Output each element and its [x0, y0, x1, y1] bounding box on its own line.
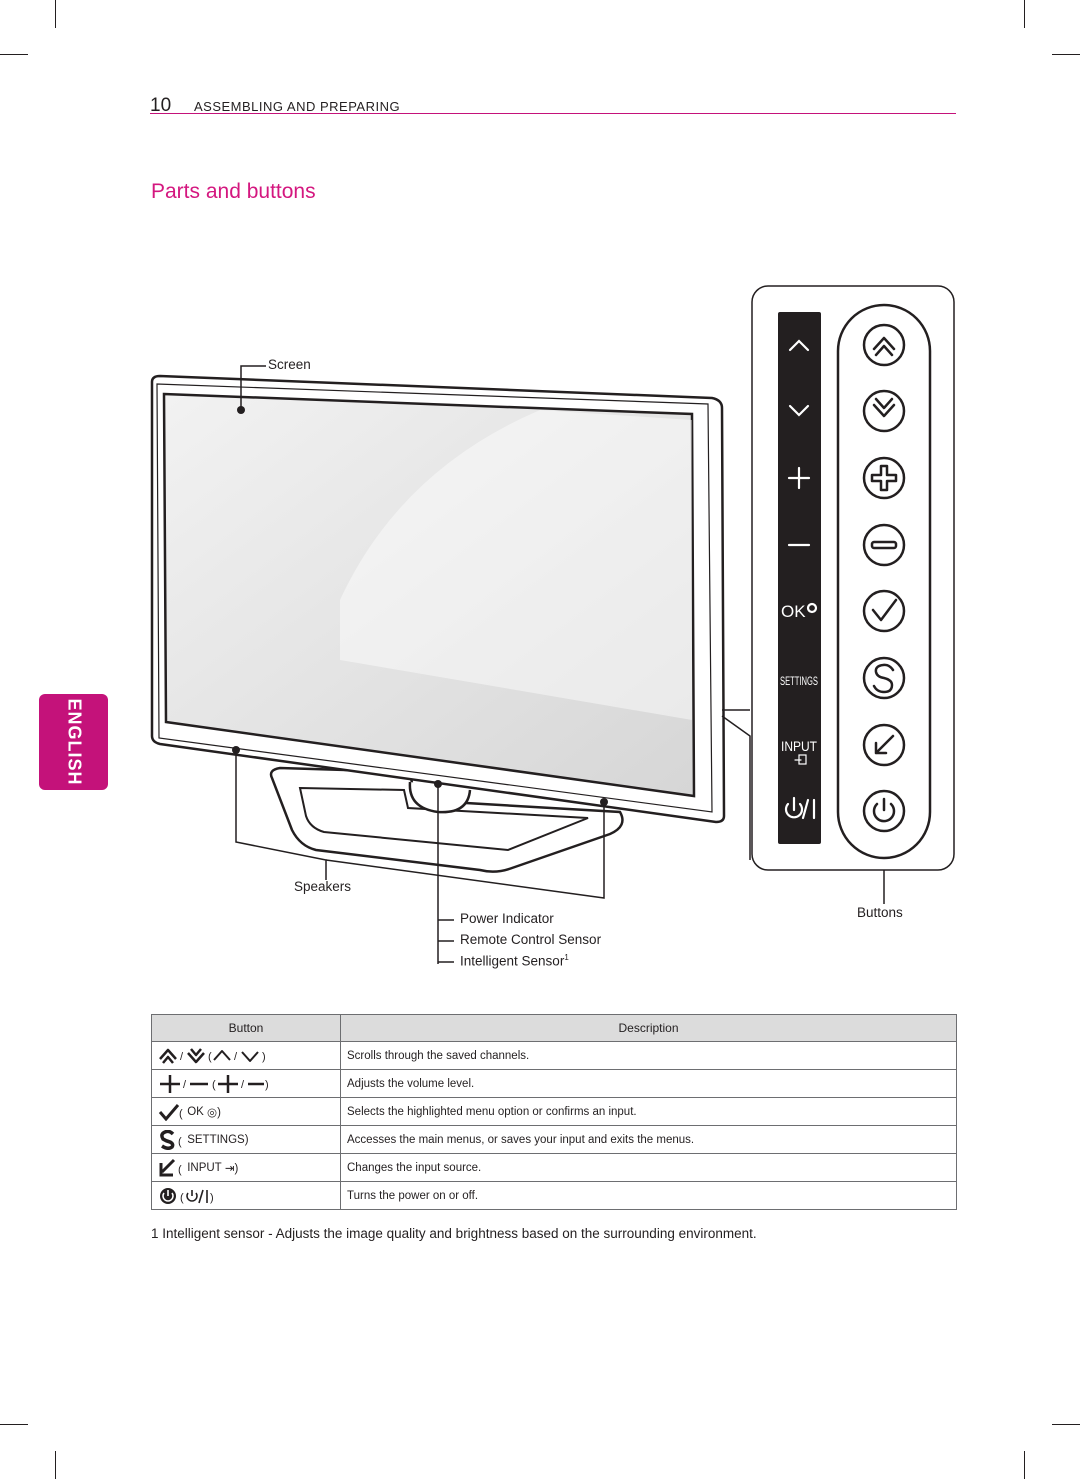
panel-ok-label: OK [781, 602, 806, 621]
table-cell-button: ( OK ◎) [151, 1097, 341, 1126]
crop-mark [0, 54, 28, 55]
table-cell-description: Changes the input source. [340, 1153, 957, 1182]
channel-up-down-icon: / ( / ) [159, 1047, 266, 1064]
chevron-up-icon [872, 336, 896, 351]
panel-settings-label: SETTINGS [780, 674, 818, 688]
volume-plus-minus-icon: / ( / ) [160, 1074, 269, 1093]
page-title: Parts and buttons [151, 180, 316, 203]
intelligent-sensor-label: Intelligent Sensor1 [460, 953, 569, 969]
table-cell-description: Turns the power on or off. [340, 1181, 957, 1210]
power-icon [872, 802, 896, 823]
svg-text:(: ( [178, 1136, 182, 1148]
table-row: ( OK ◎) Selects the highlighted menu opt… [151, 1097, 957, 1126]
buttons-table: Button Description / ( / ) Scrolls throu… [151, 1014, 957, 1210]
table-header-button: Button [151, 1014, 341, 1042]
channel-up-button[interactable] [862, 323, 906, 367]
panel-strip-icons [784, 339, 818, 820]
header-divider [150, 113, 956, 114]
table-row: / ( / ) Scrolls through the saved channe… [151, 1041, 957, 1070]
crop-mark [55, 1451, 56, 1479]
table-row: / ( / ) Adjusts the volume level. [151, 1069, 957, 1098]
power-icon [784, 802, 804, 819]
svg-text:(: ( [212, 1079, 216, 1091]
ok-check-icon: ( [158, 1103, 183, 1121]
page-number: 10 [150, 95, 172, 116]
svg-text:): ) [210, 1192, 214, 1204]
table-cell-button: / ( / ) [151, 1069, 341, 1098]
panel-input-label: INPUT [781, 738, 817, 754]
tv-screen [162, 392, 696, 798]
channel-down-button[interactable] [862, 389, 906, 433]
settings-s-icon: ( [160, 1129, 182, 1150]
settings-button[interactable] [862, 656, 906, 700]
settings-s-icon [872, 663, 895, 694]
crop-mark [1024, 0, 1025, 28]
power-indicator-label: Power Indicator [460, 911, 554, 926]
tv-stand [269, 766, 624, 873]
table-cell-description: Adjusts the volume level. [340, 1069, 957, 1098]
table-cell-button: ( INPUT ⇥) [151, 1153, 341, 1182]
footnote-marker: 1 [564, 953, 569, 962]
screen-label: Screen [268, 357, 311, 372]
volume-up-button[interactable] [862, 456, 906, 500]
crop-mark [1052, 54, 1080, 55]
ok-dot-icon: ◎) [207, 1106, 221, 1119]
chevron-up-icon [788, 339, 810, 352]
svg-text:(: ( [180, 1192, 184, 1204]
chevron-down-icon [788, 404, 810, 417]
minus-icon [870, 540, 898, 550]
button-name: SETTINGS [187, 1133, 245, 1146]
svg-text:(: ( [178, 1164, 182, 1176]
table-row: ( ) Turns the power on or off. [151, 1181, 957, 1210]
table-cell-button: ( SETTINGS) [151, 1125, 341, 1154]
volume-down-button[interactable] [862, 523, 906, 567]
intelligent-sensor-text: Intelligent Sensor [460, 953, 565, 969]
svg-text:(: ( [179, 1108, 183, 1120]
crop-mark [0, 1424, 28, 1425]
ok-dot-icon [806, 602, 818, 614]
table-header-description: Description [340, 1014, 957, 1042]
svg-text:(: ( [208, 1051, 212, 1063]
footnote: 1 Intelligent sensor - Adjusts the image… [151, 1226, 757, 1241]
power-icon: ( ) [160, 1187, 214, 1204]
input-arrow-icon: ( [159, 1158, 182, 1176]
svg-text:/: / [180, 1051, 184, 1063]
table-cell-description: Accesses the main menus, or saves your i… [340, 1125, 957, 1154]
table-cell-description: Selects the highlighted menu option or c… [340, 1097, 957, 1126]
table-cell-button: ( ) [151, 1181, 341, 1210]
svg-text:/: / [241, 1079, 245, 1091]
tv-diagram: OK SETTINGS INPUT [150, 285, 955, 964]
screen-reflection [340, 410, 692, 720]
plus-icon [870, 464, 898, 492]
button-name: OK [187, 1105, 204, 1118]
section-title: ASSEMBLING AND PREPARING [194, 99, 401, 114]
speakers-label: Speakers [294, 879, 352, 894]
power-button[interactable] [862, 789, 906, 833]
input-button[interactable] [862, 723, 906, 767]
table-cell-button: / ( / ) [151, 1041, 341, 1070]
svg-text:/: / [183, 1079, 187, 1091]
panel-strip [778, 312, 821, 844]
button-name: INPUT [187, 1161, 222, 1174]
input-arrow-icon [874, 734, 895, 755]
input-source-icon: ⇥) [224, 1162, 239, 1175]
ok-button[interactable] [862, 589, 906, 633]
svg-text:): ) [262, 1051, 266, 1063]
leader-lines [235, 365, 885, 964]
table-cell-description: Scrolls through the saved channels. [340, 1041, 957, 1070]
table-row: ( SETTINGS) Accesses the main menus, or … [151, 1125, 957, 1154]
crop-mark [1052, 1424, 1080, 1425]
check-icon [871, 598, 898, 622]
svg-text:/: / [234, 1051, 238, 1063]
chevron-down-icon [872, 403, 896, 418]
buttons-label: Buttons [857, 905, 903, 920]
input-icon-box [798, 754, 807, 765]
language-tab: ENGLISH [39, 694, 108, 790]
table-row: ( INPUT ⇥) Changes the input source. [151, 1153, 957, 1182]
svg-text:): ) [265, 1079, 269, 1091]
remote-sensor-label: Remote Control Sensor [460, 932, 602, 947]
crop-mark [55, 0, 56, 28]
crop-mark [1024, 1451, 1025, 1479]
buttons-pill [836, 303, 932, 860]
